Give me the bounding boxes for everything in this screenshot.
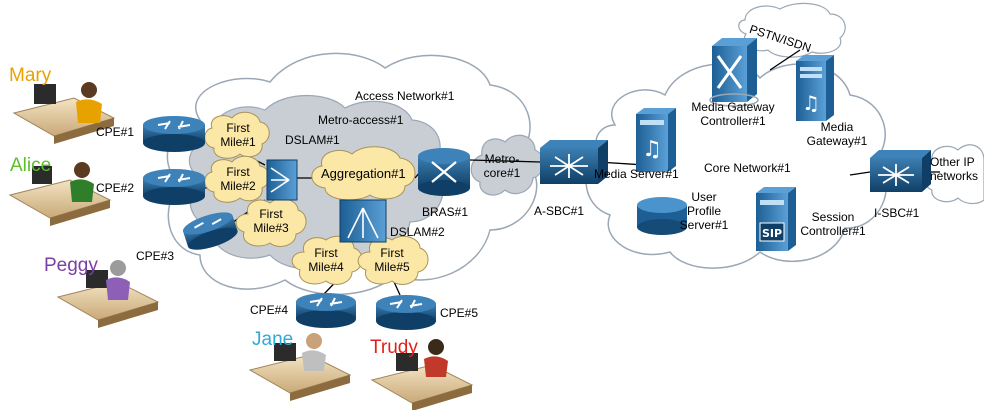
alice-user-figure (8, 162, 112, 226)
metro-core-cloud (470, 134, 544, 196)
i-sbc1-label: I-SBC#1 (874, 206, 920, 220)
cpe1-router-icon (143, 116, 205, 152)
first-mile-4-cloud (291, 235, 363, 285)
jane-user-figure (248, 333, 352, 401)
bras1-label: BRAS#1 (422, 205, 469, 219)
user-name-peggy: Peggy (44, 255, 98, 276)
core-network-label: Core Network#1 (704, 161, 791, 175)
user-name-jane: Jane (252, 329, 294, 350)
a-sbc1-label: A-SBC#1 (534, 204, 585, 218)
cpe4-router-icon (296, 293, 356, 328)
first-mile-2-cloud (204, 155, 270, 203)
cpe5-router-icon (376, 295, 436, 330)
metro-core-label: Metro-core#1 (483, 152, 521, 180)
user-name-mary: Mary (9, 65, 52, 86)
cpe4-label: CPE#4 (250, 303, 289, 317)
first-mile-1-cloud (204, 111, 270, 159)
first-mile-5-cloud (357, 235, 429, 285)
cpe3-label: CPE#3 (136, 249, 175, 263)
user-name-trudy: Trudy (370, 337, 418, 358)
dslam1-label: DSLAM#1 (285, 133, 340, 147)
media-server-label: Media Server#1 (594, 167, 679, 181)
media-gateway-icon: ♫ (796, 55, 834, 121)
dslam2-label: DSLAM#2 (390, 225, 445, 239)
sip-glyph: SIP (762, 227, 782, 240)
first-mile-3-cloud (235, 198, 307, 247)
bras1-router-icon (418, 148, 470, 196)
dslam2-icon (339, 199, 387, 243)
mgc-icon (709, 38, 759, 107)
cpe2-label: CPE#2 (96, 181, 135, 195)
peggy-user-figure (56, 260, 160, 328)
a-sbc1-switch-icon (540, 140, 608, 184)
i-sbc1-switch-icon (870, 150, 931, 192)
session-controller-icon: SIP (756, 187, 796, 251)
aggregation-label: Aggregation#1 (321, 166, 406, 181)
trudy-user-figure (370, 339, 474, 410)
user-profile-db-icon (637, 197, 687, 235)
pstn-cloud (738, 2, 846, 58)
svg-text:♫: ♫ (642, 137, 662, 162)
media-server-icon: ♫ (636, 108, 676, 172)
cpe1-label: CPE#1 (96, 125, 135, 139)
dslam1-icon (266, 159, 298, 201)
cpe5-label: CPE#5 (440, 306, 479, 320)
cpe3-router-icon (182, 212, 238, 250)
metro-access-label: Metro-access#1 (318, 113, 404, 127)
access-network-label: Access Network#1 (355, 89, 455, 103)
cpe2-router-icon (143, 169, 205, 205)
user-name-alice: Alice (10, 155, 52, 176)
aggregation-cloud (311, 146, 416, 201)
mary-user-figure (12, 82, 116, 144)
svg-text:♫: ♫ (802, 91, 820, 115)
other-ip-cloud (922, 144, 984, 205)
